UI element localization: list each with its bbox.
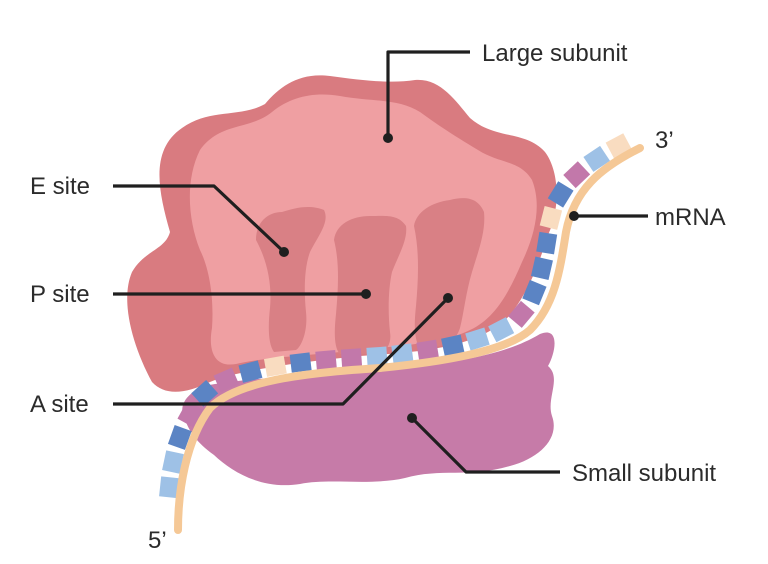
codon-block (167, 425, 192, 450)
large-subunit-leader (386, 50, 470, 138)
mrna-codons (159, 133, 632, 499)
codon-block (488, 317, 515, 343)
codon-block (315, 350, 337, 370)
a-site-leader-dot (443, 293, 453, 303)
a-site-label: A site (30, 391, 89, 418)
a-site-leader (113, 296, 450, 406)
small-subunit-shape (182, 332, 555, 486)
mrna-label: mRNA (655, 204, 726, 231)
codon-block (159, 476, 180, 499)
small-subunit-leader (410, 416, 560, 474)
e-site-label: E site (30, 173, 90, 200)
codon-block (465, 327, 490, 351)
codon-block (238, 360, 263, 383)
leader-lines (113, 50, 648, 474)
p-site-channel (334, 215, 407, 354)
codon-block (547, 181, 574, 208)
mrna-leader-dot (569, 211, 579, 221)
p-site-leader-dot (361, 289, 371, 299)
codon-block (366, 346, 388, 366)
codon-block (191, 379, 219, 407)
e-site-leader (113, 184, 286, 254)
codon-block (530, 256, 553, 280)
mrna-strand (174, 144, 644, 534)
small-subunit-label: Small subunit (572, 460, 716, 487)
codon-block (536, 231, 558, 255)
codon-block (441, 334, 465, 357)
codon-block (539, 206, 563, 230)
codon-block (508, 300, 535, 328)
p-site-label: P site (30, 281, 90, 308)
small-subunit-leader-dot (407, 413, 417, 423)
five-prime-label: 5’ (148, 527, 167, 554)
codon-block (177, 401, 203, 428)
codon-block (563, 161, 591, 189)
codon-block (289, 352, 312, 373)
codon-block (416, 339, 439, 361)
codon-block (583, 145, 611, 172)
codon-block (522, 279, 547, 306)
large-subunit-leader-dot (383, 133, 393, 143)
codon-block (213, 367, 240, 393)
codon-block (162, 450, 184, 474)
e-site-leader-dot (279, 247, 289, 257)
three-prime-label: 3’ (655, 127, 674, 154)
codon-block (263, 355, 287, 377)
a-site-channel (414, 198, 485, 348)
codon-block (340, 348, 363, 368)
large-subunit-label: Large subunit (482, 40, 628, 67)
